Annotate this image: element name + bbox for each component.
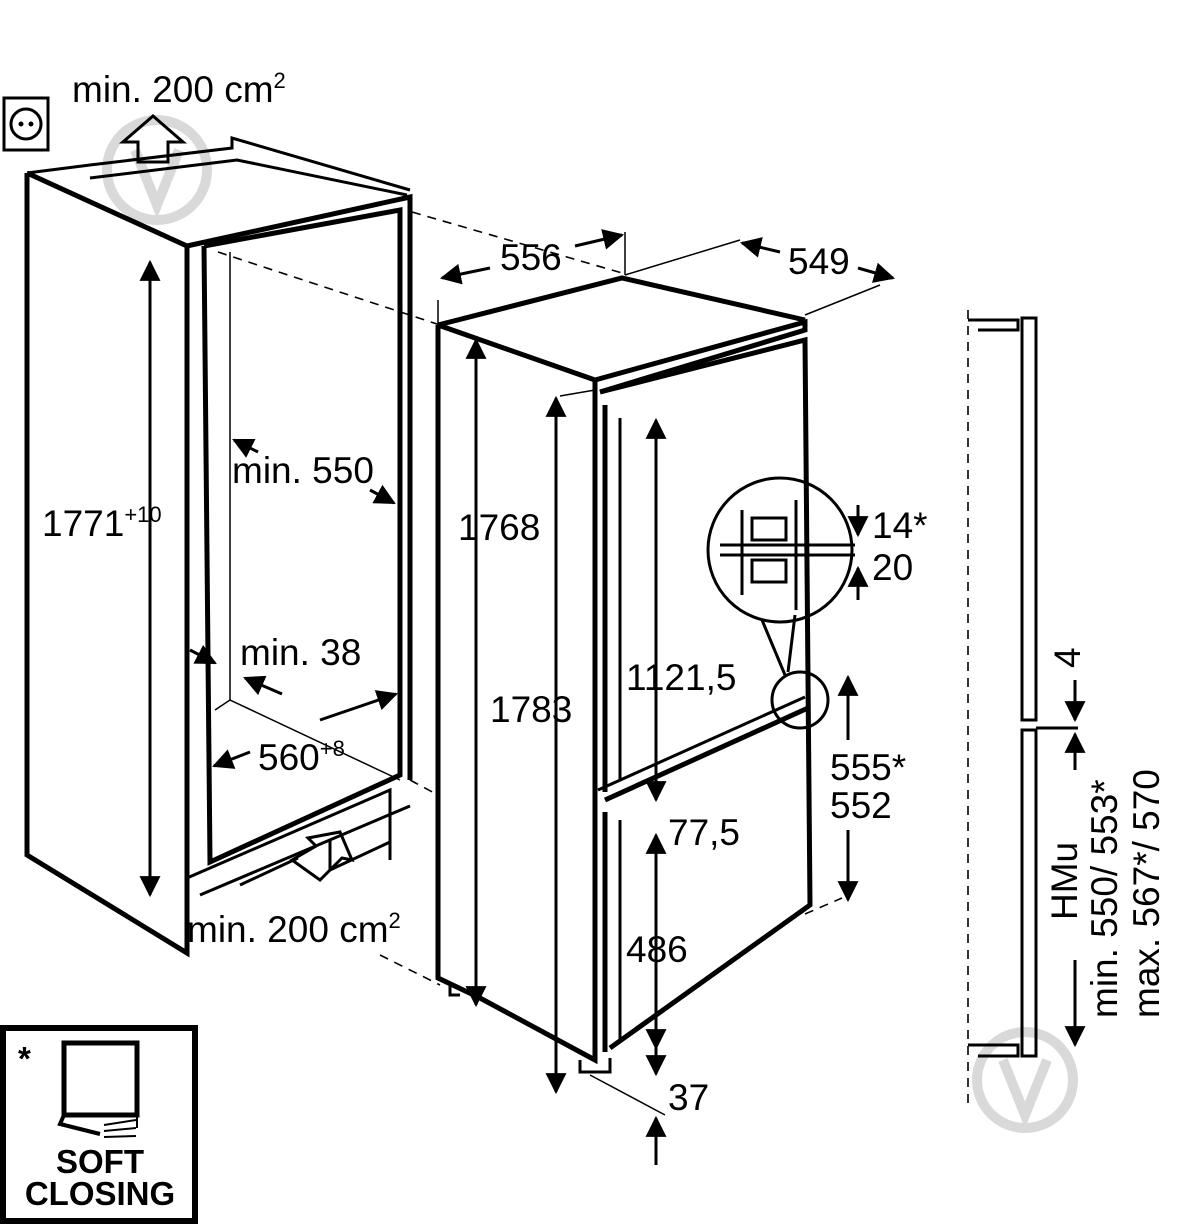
niche-width-label: 560+8 bbox=[258, 736, 345, 778]
niche-side-gap-label: min. 38 bbox=[240, 632, 361, 673]
side-gap-label: 4 bbox=[1047, 647, 1088, 668]
appliance-body-height-label: 1768 bbox=[458, 507, 540, 548]
fridge-door-height-label: 1121,5 bbox=[626, 657, 736, 698]
soft-closing-door-icon bbox=[57, 1040, 140, 1138]
watermark-down-arrow-icon bbox=[972, 1027, 1078, 1133]
door-split-detail-icon bbox=[770, 670, 830, 730]
hmu-label: HMu bbox=[1044, 842, 1085, 920]
appliance-depth-label: 549 bbox=[788, 241, 850, 282]
hmu-min-label: min. 550/ 553* bbox=[1084, 779, 1125, 1018]
door-split-555-label: 555* bbox=[830, 747, 906, 788]
appliance-body bbox=[435, 275, 813, 1074]
top-ventilation-arrow-icon bbox=[118, 114, 188, 164]
appliance-total-height-label: 1783 bbox=[490, 689, 572, 730]
hmu-max-label: max. 567*/ 570 bbox=[1126, 769, 1167, 1018]
svg-text:*: * bbox=[18, 1040, 31, 1077]
hinge-detail-icon bbox=[706, 476, 855, 676]
niche-height-label: 1771+10 bbox=[42, 502, 162, 544]
door-split-552-label: 552 bbox=[830, 785, 892, 826]
power-socket-icon bbox=[2, 96, 50, 152]
bottom-ventilation-label: min. 200 cm2 bbox=[187, 908, 401, 950]
hinge-14-label: 14* bbox=[872, 505, 928, 546]
freezer-door-height-label: 486 bbox=[626, 929, 688, 970]
bottom-ventilation-arrow-icon bbox=[289, 830, 355, 882]
niche-depth-label: min. 550 bbox=[232, 450, 374, 491]
top-ventilation-label: min. 200 cm2 bbox=[72, 68, 286, 110]
side-view-profile bbox=[967, 310, 1078, 1110]
soft-closing-badge: * SOFT CLOSING bbox=[0, 1025, 198, 1224]
appliance-width-label: 556 bbox=[500, 237, 562, 278]
door-gap-label: 77,5 bbox=[668, 812, 740, 853]
niche-cabinet bbox=[24, 135, 413, 958]
svg-text:CLOSING: CLOSING bbox=[25, 1175, 175, 1212]
hinge-20-label: 20 bbox=[872, 547, 913, 588]
bottom-offset-label: 37 bbox=[668, 1077, 709, 1118]
svg-text:SOFT: SOFT bbox=[56, 1143, 144, 1180]
